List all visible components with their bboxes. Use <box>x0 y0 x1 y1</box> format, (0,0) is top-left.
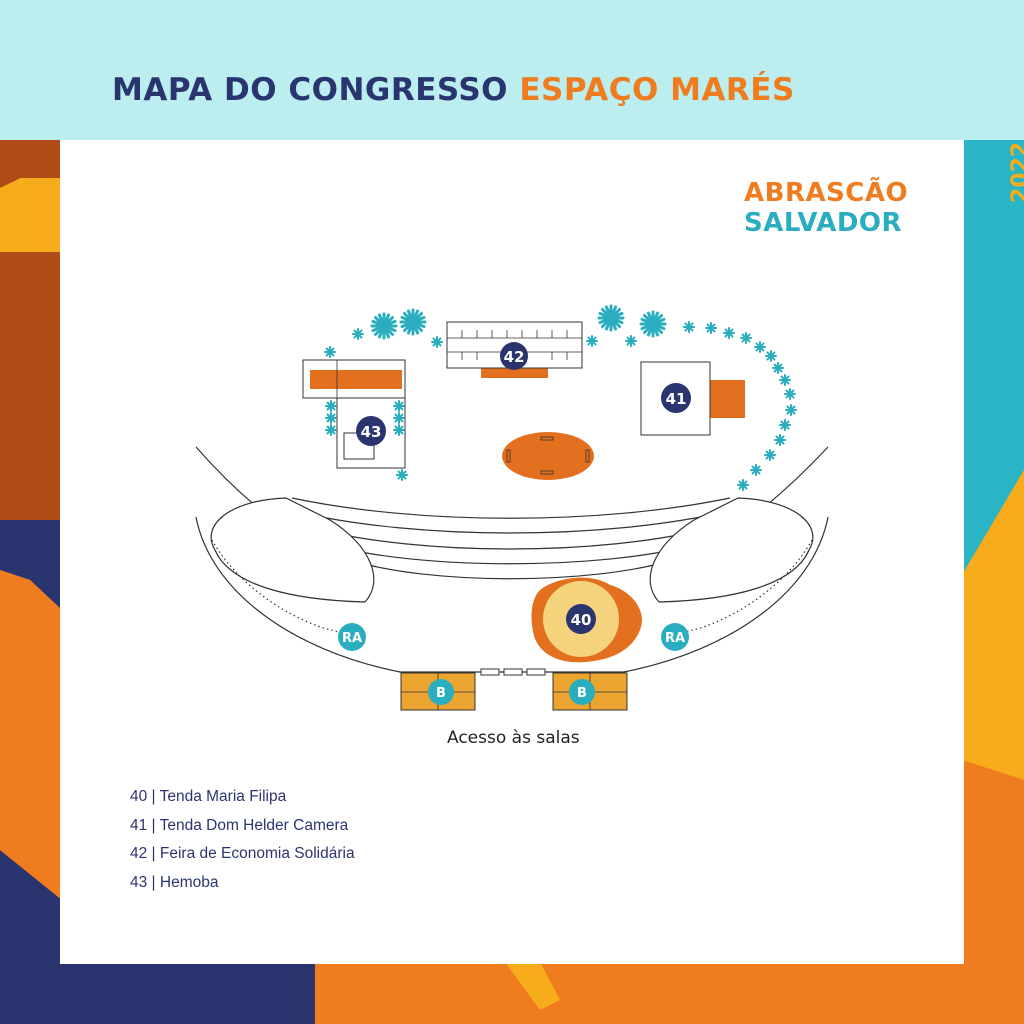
legend-item: 41 | Tenda Dom Helder Camera <box>130 816 349 834</box>
map-panel <box>60 140 964 964</box>
title-main: MAPA DO CONGRESSO <box>112 72 509 108</box>
logo-line1: ABRASCÃO <box>744 178 909 208</box>
b-left: B <box>400 672 476 711</box>
b-right-label: B <box>577 686 587 701</box>
legend-item: 43 | Hemoba <box>130 873 219 891</box>
b-right: B <box>552 672 628 711</box>
feira-economia-solidaria: 42 <box>446 321 583 378</box>
marker-41: 41 <box>666 390 687 408</box>
legend-item: 40 | Tenda Maria Filipa <box>130 788 287 805</box>
header-band: MAPA DO CONGRESSO ESPAÇO MARÉS <box>0 0 1024 140</box>
central-stage <box>502 432 594 480</box>
tenda-maria-filipa: 40 <box>531 577 642 663</box>
ra-right-label: RA <box>665 631 685 646</box>
ra-right: RA <box>661 623 689 651</box>
map-legend: 40 | Tenda Maria Filipa 41 | Tenda Dom H… <box>130 788 355 902</box>
tenda-dom-helder-camera: 41 <box>640 361 745 436</box>
access-caption: Acesso às salas <box>447 728 580 748</box>
page-title: MAPA DO CONGRESSO ESPAÇO MARÉS <box>112 72 795 108</box>
hemoba: 43 <box>302 359 406 469</box>
marker-43: 43 <box>361 423 382 441</box>
marker-42: 42 <box>504 348 525 366</box>
ra-left: RA <box>338 623 366 651</box>
marker-40: 40 <box>571 611 592 629</box>
arena-outline <box>195 446 829 673</box>
b-left-label: B <box>436 686 446 701</box>
logo-line2: SALVADOR <box>744 208 903 238</box>
legend-item: 42 | Feira de Economia Solidária <box>130 845 355 862</box>
title-accent: ESPAÇO MARÉS <box>519 72 795 108</box>
entry-bridge <box>480 668 546 676</box>
ra-left-label: RA <box>342 631 362 646</box>
